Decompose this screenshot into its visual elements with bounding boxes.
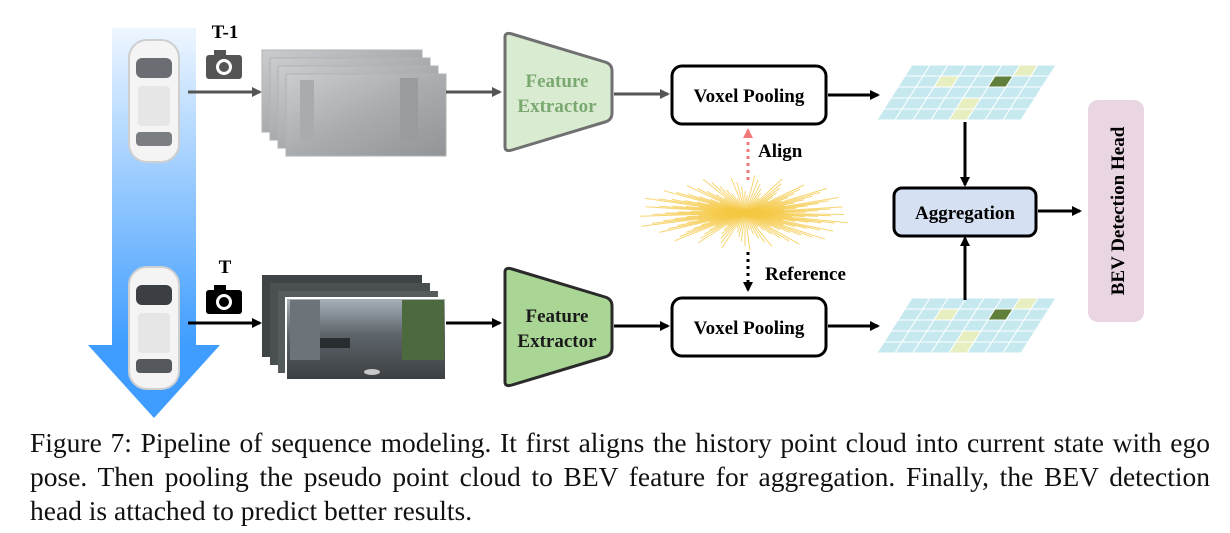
bev-grid-cell [1002,341,1029,354]
bev-grid-icon [876,64,1057,121]
aggregation-box: Aggregation [892,186,1038,238]
point-cloud-ray [741,186,746,214]
feature-extractor-curr-line2: Extractor [517,331,597,352]
voxel-pooling-curr-label: Voxel Pooling [694,318,805,339]
point-cloud-icon [639,175,849,251]
bev-detection-head: BEV Detection Head [1088,100,1144,322]
image-stack-curr [262,275,447,381]
point-cloud-ray [744,212,759,239]
bev-grid-icon [876,297,1057,354]
camera-icon [206,50,242,79]
point-cloud-ray [744,212,766,243]
feature-extractor-curr-line1: Feature [526,306,589,327]
point-cloud-ray [744,212,773,247]
feature-extractor-prev-line1: Feature [526,71,589,92]
point-cloud-ray [702,178,746,214]
point-cloud-ray [720,212,746,244]
reference-label: Reference [765,264,846,285]
bev-grid-cell [1002,108,1029,121]
feature-extractor-curr: Feature Extractor [503,266,614,388]
voxel-pooling-prev-label: Voxel Pooling [694,86,805,107]
point-cloud-ray [744,179,759,214]
point-cloud-ray [711,182,746,214]
camera-icon [206,285,242,314]
point-cloud-ray [744,211,806,214]
point-cloud-ray [744,184,761,214]
feature-extractor-prev: Feature Extractor [503,31,614,153]
point-cloud-ray [721,212,746,249]
image-stack-prev [261,49,447,157]
figure-caption: Figure 7: Pipeline of sequence modeling.… [30,427,1210,526]
point-cloud-ray [730,177,746,214]
point-cloud-ray [744,178,783,214]
point-cloud-ray [736,182,746,214]
car-icon [128,266,180,390]
point-cloud-ray [740,212,746,242]
feature-extractor-prev-line2: Extractor [517,96,597,117]
align-label: Align [758,141,803,162]
frame-label-curr: T [219,257,232,278]
aggregation-label: Aggregation [915,203,1015,224]
point-cloud-ray [744,175,756,214]
voxel-pooling-prev: Voxel Pooling [670,64,828,126]
bev-detection-head-label: BEV Detection Head [1108,126,1129,295]
car-icon [128,39,180,163]
pipeline-diagram: T-1 T Feature [88,22,1144,418]
voxel-pooling-curr: Voxel Pooling [670,296,828,358]
point-cloud-ray [744,212,751,251]
frame-label-prev: T-1 [212,22,239,43]
